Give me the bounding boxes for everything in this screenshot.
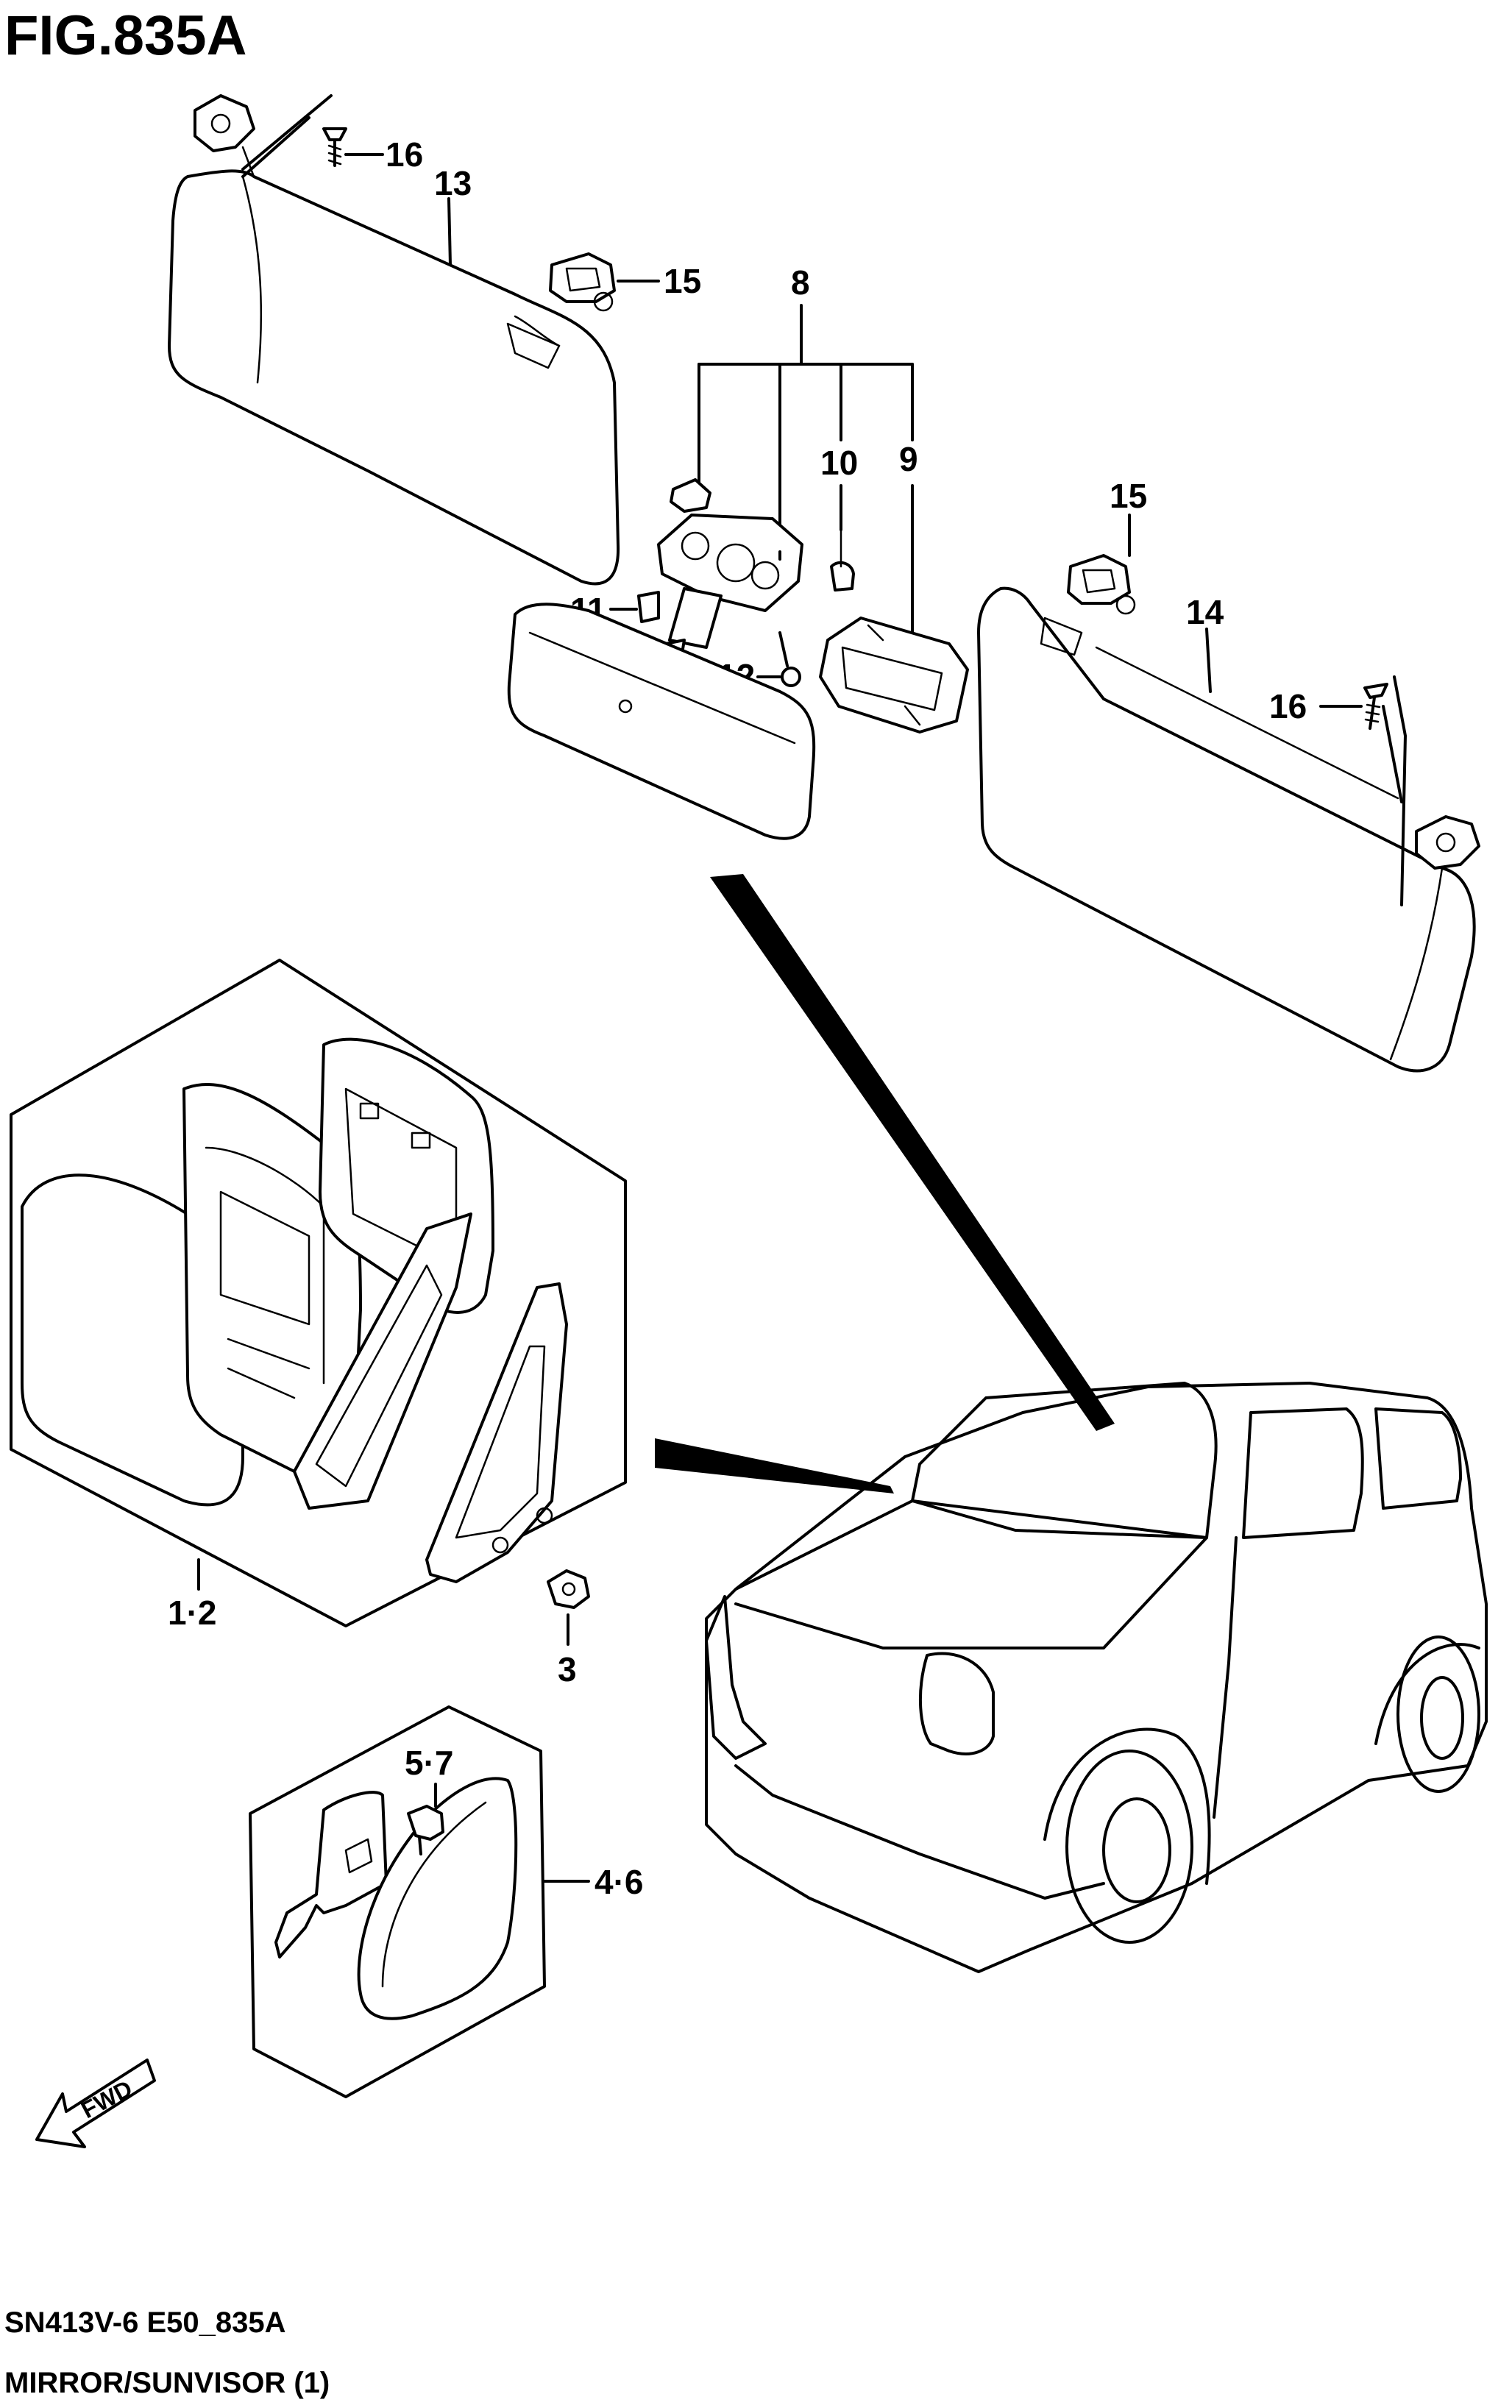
callout-16-right: 16: [1269, 687, 1307, 725]
door-mirror-icon: [21, 1037, 568, 1583]
visor-clip-icon: [1067, 554, 1136, 615]
right-sun-visor-icon: [977, 586, 1476, 1073]
screw-icon: [407, 1805, 444, 1855]
pointer-to-mirror-icon: [710, 874, 1115, 1431]
figure-caption: MIRROR/SUNVISOR (1): [4, 2367, 330, 2399]
visor-clip-icon: [549, 252, 616, 312]
callout-16-top: 16: [386, 135, 423, 174]
callout-5-7: 5·7: [405, 1744, 453, 1782]
figure-code: SN413V-6 E50_835A: [4, 2306, 286, 2339]
door-mirror-box: [10, 959, 627, 1627]
vehicle-icon: [705, 1382, 1488, 1973]
left-sun-visor-icon: [168, 169, 620, 586]
figure-title: FIG.835A: [4, 4, 246, 67]
screw-icon: [322, 127, 347, 167]
pointer-to-door-mirror-icon: [655, 1438, 894, 1494]
fwd-arrow-icon: FWD: [35, 2059, 156, 2148]
callout-13: 13: [434, 164, 472, 202]
callout-10: 10: [820, 444, 858, 482]
callout-15-top: 15: [664, 262, 701, 300]
lamp-lens-icon: [819, 617, 969, 734]
visor-hinge-icon: [1382, 675, 1480, 906]
wedge-mirror-icon: [274, 1777, 518, 2020]
callout-15-right: 15: [1110, 477, 1147, 515]
visor-hinge-icon: [194, 94, 333, 178]
callout-4-6: 4·6: [594, 1863, 643, 1901]
nut-icon: [547, 1569, 590, 1609]
socket-icon: [637, 591, 660, 623]
screw-icon: [1363, 683, 1388, 730]
callout-9: 9: [899, 440, 918, 478]
callout-8: 8: [791, 263, 810, 302]
wedge-mirror-box: [249, 1705, 546, 2098]
bulb-icon: [830, 561, 855, 592]
callout-14: 14: [1186, 593, 1224, 631]
fwd-label: FWD: [77, 2075, 136, 2123]
screw-icon: [778, 631, 801, 687]
callout-3: 3: [558, 1650, 577, 1688]
callout-1-2: 1·2: [168, 1594, 216, 1632]
rear-view-mirror-icon: [507, 603, 816, 840]
